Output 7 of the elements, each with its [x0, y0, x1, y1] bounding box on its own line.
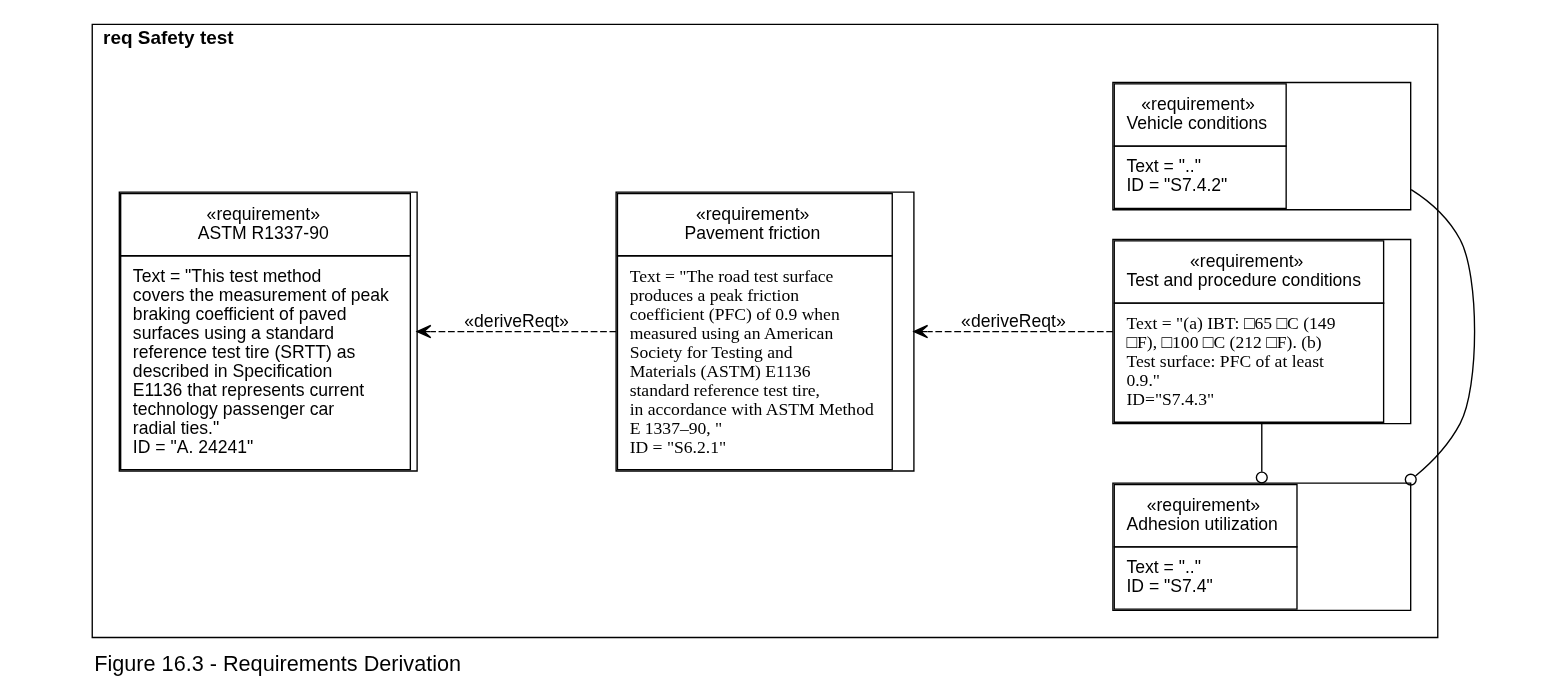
connector [1404, 188, 1476, 486]
edge-label: «deriveReqt» [961, 310, 1066, 331]
connector [1255, 423, 1268, 484]
arrow [416, 324, 617, 339]
arrow [913, 324, 1114, 339]
edge-label: «deriveReqt» [464, 310, 569, 331]
caption: Figure 16.3 - Requirements Derivation [94, 651, 462, 677]
